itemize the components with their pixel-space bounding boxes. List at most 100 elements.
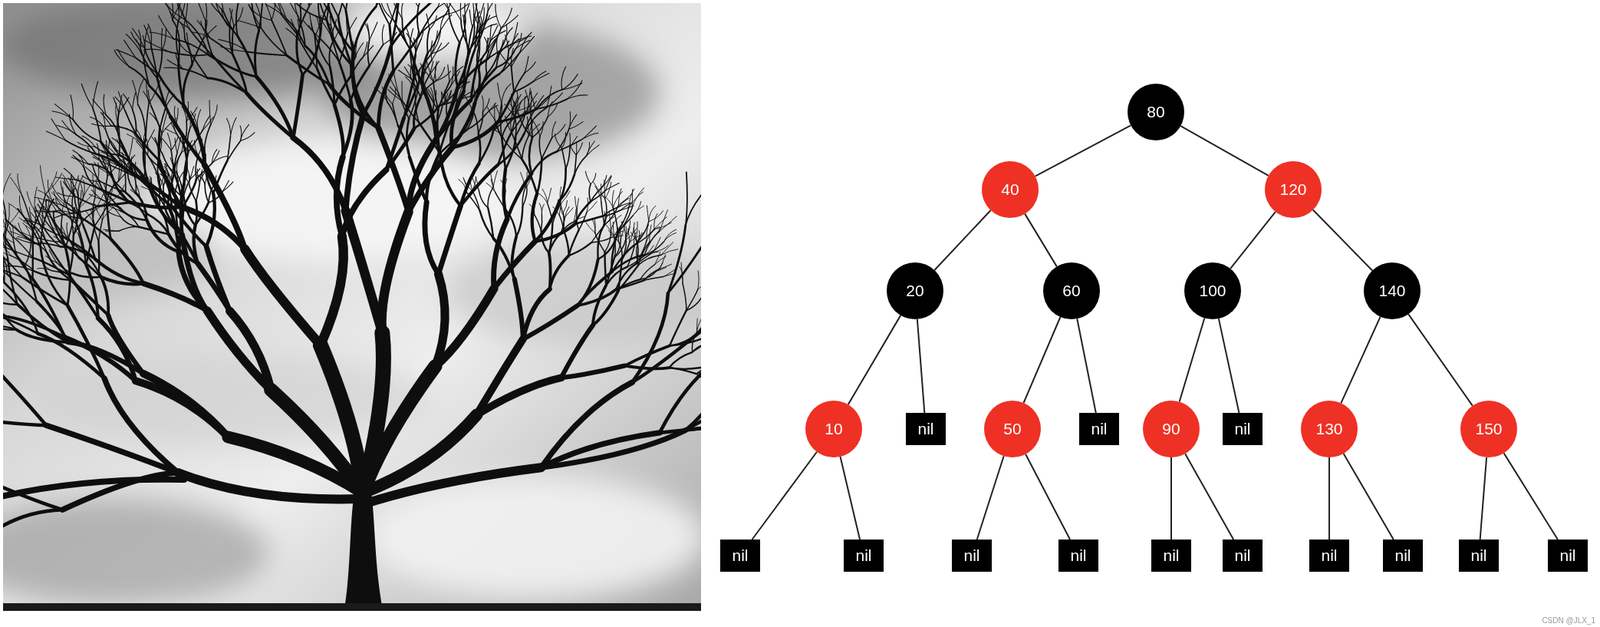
tree-branch — [682, 283, 687, 311]
tree-branch — [345, 3, 348, 11]
tree-branch — [408, 64, 424, 83]
tree-branch — [448, 103, 457, 126]
tree-branch — [513, 81, 534, 93]
tree-branch — [514, 102, 521, 117]
tree-branch — [206, 246, 231, 311]
tree-branch — [415, 65, 424, 83]
tree-branch — [536, 191, 547, 203]
tree-branch — [613, 235, 616, 258]
tree-branch — [88, 194, 102, 200]
tree-branch — [3, 348, 47, 425]
node-circle — [1184, 262, 1242, 320]
nil-leaf-box: nil — [1079, 412, 1120, 445]
nil-leaf-box: nil — [1309, 539, 1350, 572]
tree-branch — [473, 110, 479, 134]
tree-branch — [500, 105, 503, 119]
tree-branch — [499, 51, 512, 67]
tree-branch — [98, 187, 131, 202]
tree-branch — [561, 131, 566, 149]
tree-branch — [71, 279, 109, 316]
tree-branch — [143, 39, 171, 53]
tree-branch — [91, 123, 111, 126]
tree-branch — [575, 215, 603, 224]
tree-branch — [447, 65, 450, 83]
tree-branch — [661, 249, 679, 256]
tree-branch — [621, 221, 626, 238]
tree-branch — [96, 143, 99, 159]
tree-branch — [463, 14, 466, 30]
tree-branch — [649, 227, 661, 242]
tree-branch — [296, 34, 303, 76]
tree-branch — [511, 236, 517, 280]
tree-branch — [520, 171, 526, 188]
tree-edge — [1076, 318, 1097, 413]
red-node-circle: 50 — [984, 400, 1041, 458]
tree-branch — [196, 182, 201, 201]
tree-branch — [144, 26, 149, 49]
tree-branch — [50, 216, 64, 238]
tree-branch — [63, 181, 76, 197]
tree-branch — [204, 3, 208, 22]
tree-branch — [131, 28, 145, 48]
tree-branch — [202, 116, 214, 131]
tree-branch — [487, 187, 494, 208]
tree-branch — [388, 88, 403, 101]
tree-branch — [487, 54, 498, 75]
tree-branch — [30, 212, 42, 227]
tree-branch — [520, 116, 533, 138]
tree-branch — [440, 153, 461, 207]
tree-branch — [437, 85, 451, 110]
tree-branch — [135, 380, 229, 437]
tree-branch — [200, 171, 205, 184]
tree-branch — [54, 104, 73, 120]
tree-branch — [345, 210, 383, 333]
tree-branch — [90, 208, 93, 222]
tree-branch — [546, 92, 563, 109]
tree-branch — [132, 109, 137, 134]
tree-branch — [549, 233, 561, 253]
black-node-circle: 100 — [1184, 262, 1242, 320]
tree-branch — [510, 112, 513, 134]
tree-branch — [525, 89, 531, 110]
tree-branch — [369, 44, 384, 66]
tree-branch — [428, 3, 452, 4]
tree-branch — [240, 124, 250, 141]
tree-branch — [151, 105, 161, 129]
tree-branch — [256, 76, 294, 139]
red-node-circle: 130 — [1300, 400, 1358, 458]
tree-branch — [575, 196, 578, 211]
tree-branch — [199, 171, 206, 183]
tree-branch — [174, 138, 178, 153]
tree-branch — [429, 16, 438, 30]
tree-branch — [393, 70, 399, 93]
tree-branch — [669, 310, 687, 346]
tree-branch — [669, 367, 697, 374]
tree-branch — [549, 255, 570, 290]
tree-branch — [177, 174, 184, 198]
tree-branch — [686, 292, 702, 311]
tree-branch — [262, 3, 272, 20]
tree-branch — [438, 129, 468, 155]
tree-branch — [389, 25, 394, 73]
tree-branch — [685, 325, 702, 430]
tree-branch — [355, 42, 364, 57]
tree-branch — [409, 156, 427, 202]
tree-branch — [62, 120, 76, 135]
tree-branch — [293, 74, 303, 138]
nil-leaf-box: nil — [1458, 539, 1499, 572]
tree-branch — [478, 28, 481, 47]
tree-branch — [532, 120, 540, 137]
tree-branch — [612, 221, 614, 236]
tree-branch — [136, 184, 140, 198]
tree-branch — [189, 186, 196, 201]
tree-branch — [532, 117, 548, 139]
tree-branch — [562, 200, 567, 213]
tree-trunk — [343, 490, 384, 611]
tree-edge — [1340, 316, 1380, 404]
tree-branch — [8, 203, 26, 219]
tree-branch — [426, 59, 434, 82]
tree-branch — [638, 254, 662, 265]
tree-branch — [230, 310, 271, 390]
tree-branch — [222, 181, 234, 191]
tree-branch — [204, 184, 209, 203]
